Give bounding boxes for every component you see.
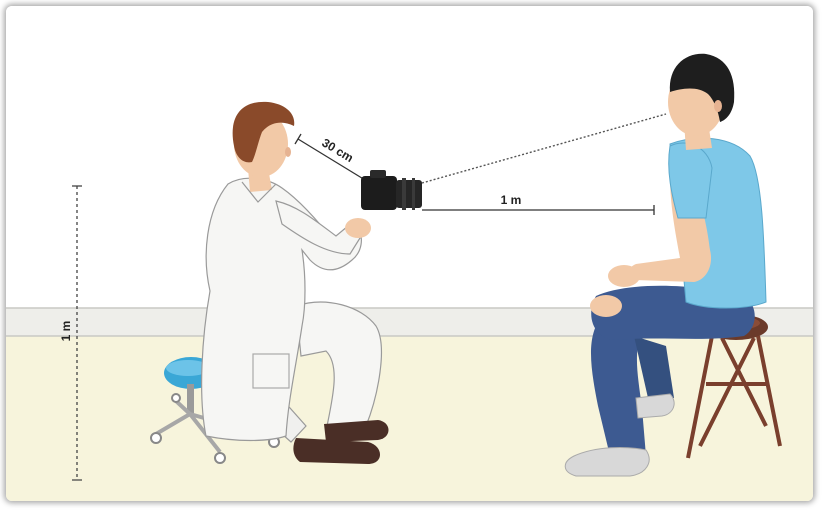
camera-distance-label: 1 m xyxy=(501,193,522,207)
floor xyxy=(6,336,813,501)
diagram-canvas: 1 m 1 m 30 cm xyxy=(6,6,813,501)
camera-height-label: 1 m xyxy=(59,321,73,342)
photo-setup-diagram: 1 m 1 m 30 cm xyxy=(6,6,813,501)
doctor-shoe-front xyxy=(324,420,389,442)
